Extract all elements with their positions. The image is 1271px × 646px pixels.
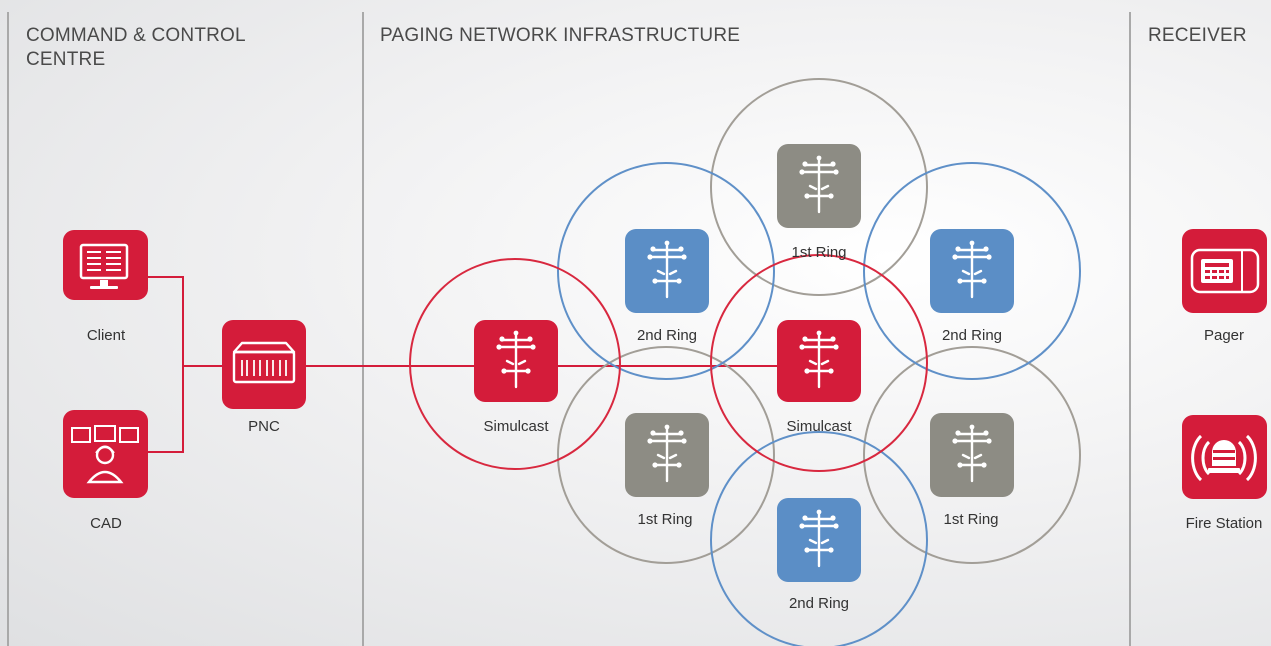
simulcast-center-label: Simulcast xyxy=(786,418,852,435)
cad-operator-icon xyxy=(63,410,148,498)
fire-station-label: Fire Station xyxy=(1186,515,1263,532)
client-node: Client xyxy=(63,230,148,344)
ring1-top-node: 1st Ring xyxy=(777,144,861,261)
ring1-top-label: 1st Ring xyxy=(791,244,846,261)
cad-label: CAD xyxy=(90,515,122,532)
ring2-bottom-node: 2nd Ring xyxy=(777,498,861,612)
cad-node: CAD xyxy=(63,410,148,532)
ring1-lower-right-label: 1st Ring xyxy=(943,511,998,528)
pager-icon xyxy=(1182,229,1267,313)
ring1-lower-left-label: 1st Ring xyxy=(637,511,692,528)
section-title-paging-network: PAGING NETWORK INFRASTRUCTURE xyxy=(380,25,741,46)
ring1-lower-right-node: 1st Ring xyxy=(930,413,1014,528)
first-ring-coverage-circles xyxy=(557,78,1081,564)
section-title-command-control: COMMAND & CONTROL CENTRE xyxy=(26,25,246,70)
client-label: Client xyxy=(87,327,126,344)
simulcast-center-node: Simulcast xyxy=(777,320,861,435)
connection-lines xyxy=(148,276,819,453)
pager-label: Pager xyxy=(1204,327,1244,344)
ring1-lower-left-node: 1st Ring xyxy=(625,413,709,528)
simulcast-coverage-circles xyxy=(409,254,928,472)
simulcast-left-label: Simulcast xyxy=(483,418,549,435)
client-monitor-icon xyxy=(63,230,148,300)
simulcast-left-node: Simulcast xyxy=(474,320,558,435)
section-title-receiver: RECEIVER xyxy=(1148,25,1247,46)
divider-right xyxy=(1129,12,1131,646)
fire-alarm-icon xyxy=(1182,415,1267,499)
divider-left xyxy=(7,12,9,646)
fire-station-node: Fire Station xyxy=(1182,415,1267,532)
ring2-bottom-label: 2nd Ring xyxy=(789,595,849,612)
ring2-upper-left-node: 2nd Ring xyxy=(625,229,709,344)
divider-middle xyxy=(362,12,364,646)
ring2-upper-left-label: 2nd Ring xyxy=(637,327,697,344)
second-ring-coverage-circles xyxy=(557,162,1081,646)
pnc-rack-icon xyxy=(222,320,306,409)
pager-node: Pager xyxy=(1182,229,1267,344)
pnc-label: PNC xyxy=(248,418,280,435)
pnc-node: PNC xyxy=(222,320,306,435)
ring2-upper-right-node: 2nd Ring xyxy=(930,229,1014,344)
ring2-upper-right-label: 2nd Ring xyxy=(942,327,1002,344)
